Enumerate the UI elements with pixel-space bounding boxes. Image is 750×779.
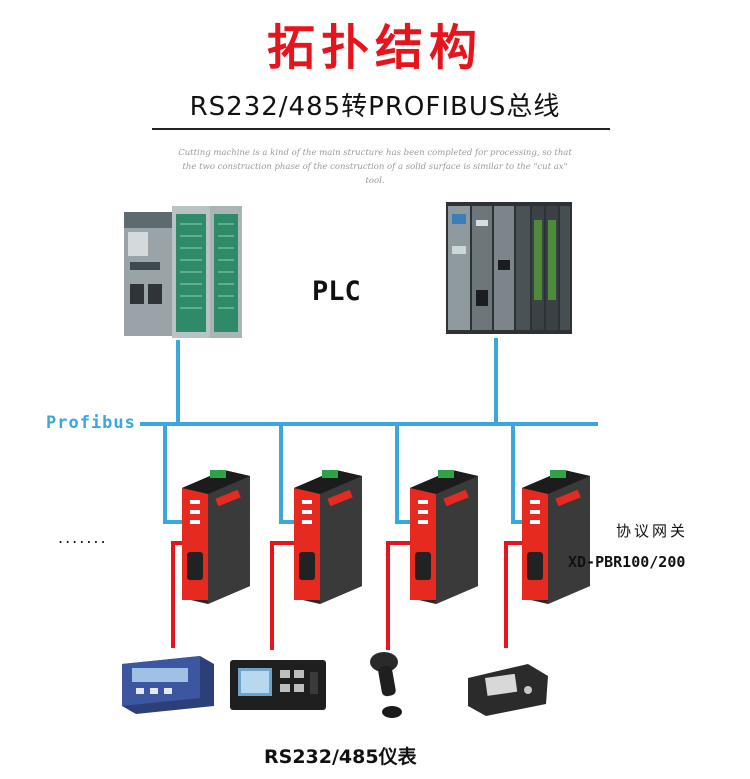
plc-s7-400-icon (446, 202, 572, 334)
page-title: 拓扑结构 (266, 20, 483, 76)
more-devices-ellipsis: ....... (58, 528, 108, 547)
caption-text: Cutting machine is a kind of the main st… (120, 146, 630, 188)
caption-line-2: the two construction phase of the constr… (182, 162, 568, 172)
gateway-1 (182, 470, 250, 604)
page-subtitle: RS232/485转PROFIBUS总线 (189, 92, 561, 122)
gateway-label: 协议网关 (616, 522, 689, 540)
gateway-2 (294, 470, 362, 604)
plc-s7-300-icon (124, 206, 242, 338)
gateway-device-icon (182, 470, 590, 604)
controller-module-icon (468, 664, 548, 716)
instruments-label: RS232/485仪表 (264, 746, 417, 768)
barcode-scanner-icon (370, 652, 402, 718)
controller-display-icon (230, 660, 326, 710)
caption-line-1: Cutting machine is a kind of the main st… (178, 148, 572, 158)
gateway-4 (522, 470, 590, 604)
caption-line-3: tool. (365, 176, 385, 186)
panel-meter-icon (122, 656, 214, 714)
plc-label: PLC (312, 276, 361, 307)
profibus-label: Profibus (46, 413, 136, 433)
gw1-bus-link (163, 424, 190, 524)
gateway-3 (410, 470, 478, 604)
gateway-model-label: XD-PBR100/200 (568, 553, 686, 571)
subtitle-underline (152, 128, 610, 130)
